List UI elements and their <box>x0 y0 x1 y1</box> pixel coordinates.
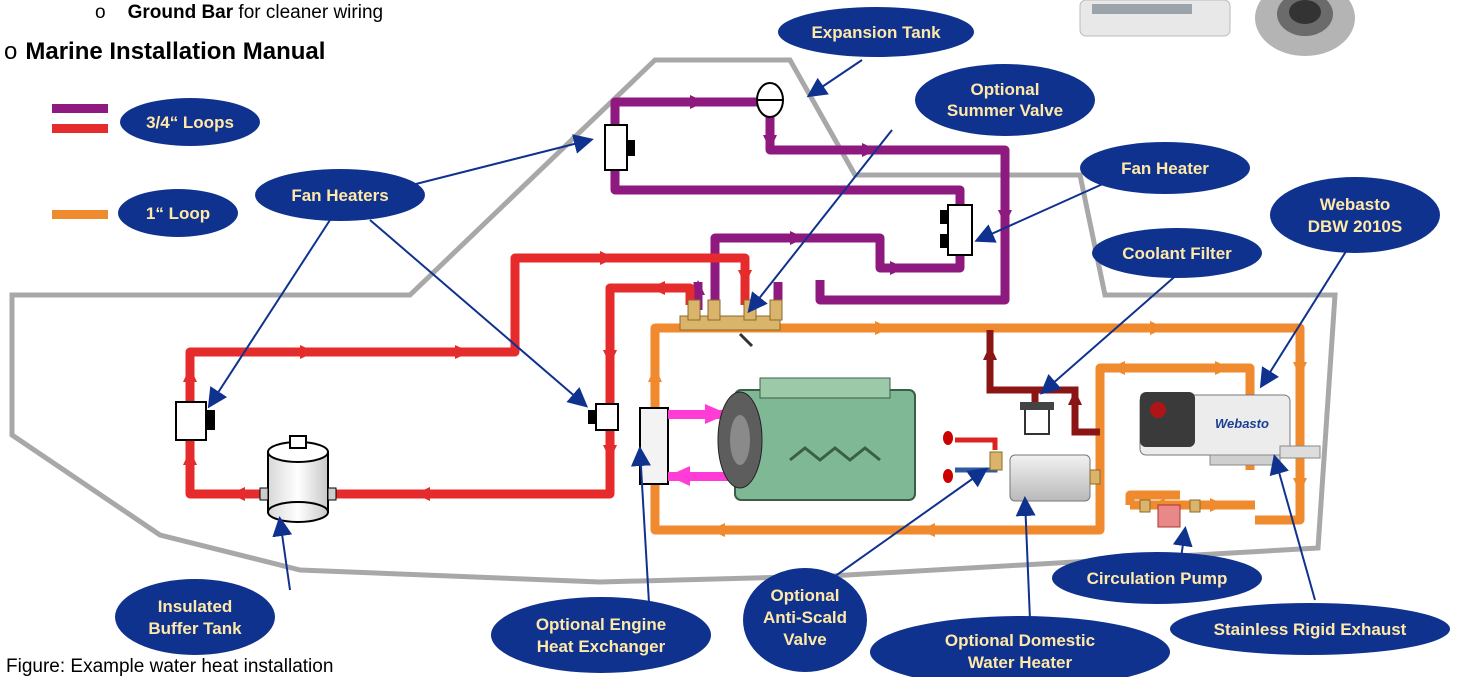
callout-fan-heater: Fan Heater <box>1080 142 1250 194</box>
callout-buffer-tank: Insulated Buffer Tank <box>115 579 275 655</box>
red-loop <box>185 253 750 499</box>
legend-swatch-purple <box>52 104 108 113</box>
manual-title: Marine Installation Manual <box>25 38 326 65</box>
legend <box>52 104 108 219</box>
svg-text:Optional Engine: Optional Engine <box>536 615 666 634</box>
ground-bar-bullet: o Ground Bar for cleaner wiring <box>95 2 383 24</box>
svg-text:Heat Exchanger: Heat Exchanger <box>537 637 666 656</box>
svg-text:Circulation Pump: Circulation Pump <box>1087 569 1228 588</box>
legend-oval-loop-1: 1“ Loop <box>118 189 238 237</box>
manifold <box>679 299 783 348</box>
callout-webasto: Webasto DBW 2010S <box>1270 177 1440 253</box>
svg-text:Fan Heater: Fan Heater <box>1121 159 1209 178</box>
svg-text:Stainless Rigid Exhaust: Stainless Rigid Exhaust <box>1214 620 1407 639</box>
ground-bar-label: Ground Bar <box>127 2 234 23</box>
orange-arrows <box>648 321 1307 537</box>
fan-heater-icon <box>588 403 619 431</box>
fan-heater-icon <box>175 401 215 441</box>
coolant-filter <box>1020 402 1054 435</box>
callout-expansion-tank: Expansion Tank <box>778 7 974 57</box>
svg-text:Optional: Optional <box>971 80 1040 99</box>
callout-circulation-pump: Circulation Pump <box>1052 552 1262 604</box>
expansion-tank <box>756 82 784 118</box>
callout-domestic-water-heater: Optional Domestic Water Heater <box>870 616 1170 677</box>
svg-text:Buffer Tank: Buffer Tank <box>148 619 242 638</box>
svg-text:Summer Valve: Summer Valve <box>947 101 1063 120</box>
callout-anti-scald: Optional Anti-Scald Valve <box>743 568 867 672</box>
webasto-heater: Webasto <box>1139 392 1321 466</box>
legend-oval-loops-3-4: 3/4“ Loops <box>120 98 260 146</box>
fan-heater-icon <box>604 124 635 171</box>
exhaust-fitting-photo <box>1255 0 1355 56</box>
svg-text:Webasto: Webasto <box>1320 195 1391 214</box>
svg-text:Insulated: Insulated <box>158 597 233 616</box>
ground-bar-text: for cleaner wiring <box>233 2 384 23</box>
bullet-marker: o <box>4 38 18 65</box>
callout-engine-heat-exchanger: Optional Engine Heat Exchanger <box>491 597 711 673</box>
svg-text:Water Heater: Water Heater <box>968 653 1073 672</box>
heater-logo-text: Webasto <box>1215 416 1269 431</box>
figure-caption: Figure: Example water heat installation <box>6 656 334 677</box>
fan-heater-icon <box>940 204 973 256</box>
svg-text:Valve: Valve <box>783 630 827 649</box>
hull-outline <box>9 57 1338 585</box>
circulation-pump <box>1139 499 1201 528</box>
anti-scald-valve <box>943 431 1003 483</box>
callout-coolant-filter: Coolant Filter <box>1092 228 1262 278</box>
callout-fan-heaters: Fan Heaters <box>255 169 425 221</box>
callout-stainless-exhaust: Stainless Rigid Exhaust <box>1170 603 1450 655</box>
svg-text:Fan Heaters: Fan Heaters <box>291 186 388 205</box>
red-arrows <box>183 251 752 501</box>
bullet-marker: o <box>95 2 106 23</box>
svg-text:DBW 2010S: DBW 2010S <box>1308 217 1402 236</box>
buffer-tank <box>259 435 337 523</box>
callout-summer-valve: Optional Summer Valve <box>915 64 1095 136</box>
purple-loop <box>610 97 1010 310</box>
svg-text:Coolant Filter: Coolant Filter <box>1122 244 1232 263</box>
legend-label: 3/4“ Loops <box>146 113 234 132</box>
engine <box>717 377 916 501</box>
legend-swatch-orange <box>52 210 108 219</box>
legend-label: 1“ Loop <box>146 204 210 223</box>
svg-text:Expansion Tank: Expansion Tank <box>811 23 941 42</box>
svg-text:Anti-Scald: Anti-Scald <box>763 608 847 627</box>
svg-text:Optional Domestic: Optional Domestic <box>945 631 1095 650</box>
domestic-water-heater <box>1009 454 1101 502</box>
control-panel-photo <box>1079 0 1231 37</box>
svg-text:Optional: Optional <box>771 586 840 605</box>
heat-exchanger <box>639 404 728 486</box>
legend-swatch-red <box>52 124 108 133</box>
manual-bullet: o Marine Installation Manual <box>4 38 325 66</box>
callout-arrows <box>207 59 1351 621</box>
